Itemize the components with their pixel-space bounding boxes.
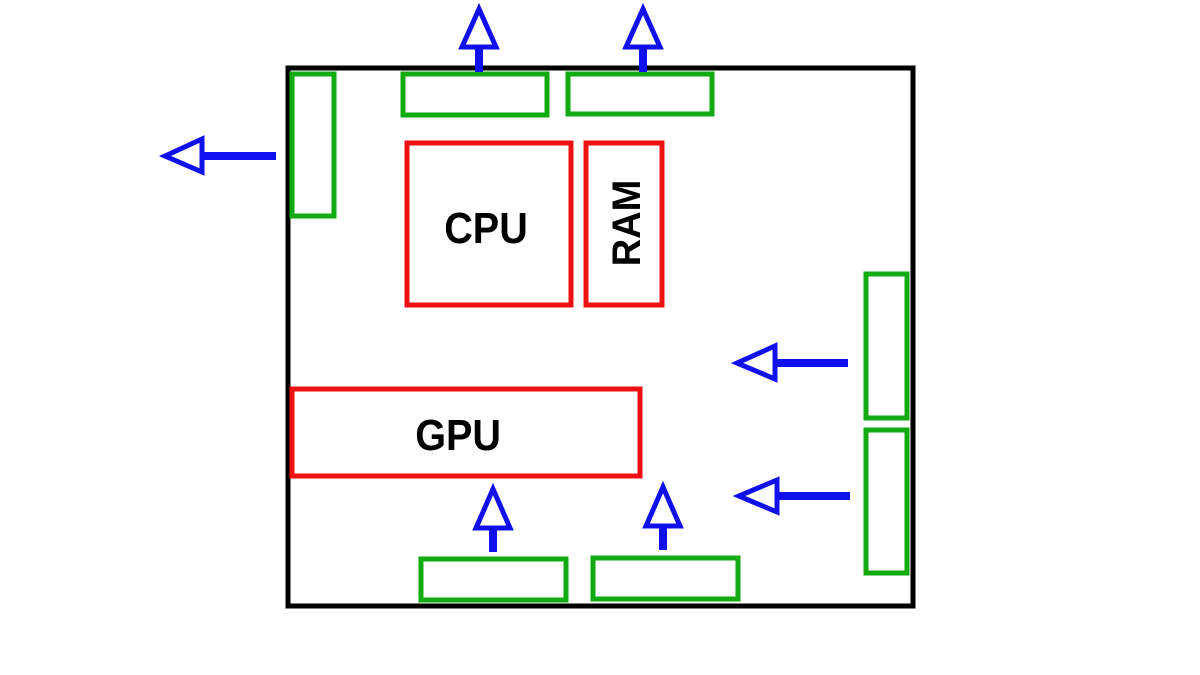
cpu-outline bbox=[404, 140, 574, 308]
airflow-arrow-left-icon bbox=[732, 476, 850, 516]
cpu-label: CPU bbox=[444, 203, 528, 252]
ram-block: RAM bbox=[583, 140, 665, 308]
fan-bottom-right bbox=[590, 555, 741, 602]
gpu-label: GPU bbox=[415, 410, 501, 459]
gpu-outline bbox=[289, 386, 643, 479]
airflow-arrow-left-icon bbox=[158, 135, 276, 176]
gpu-block: GPU bbox=[289, 386, 643, 479]
ram-label: RAM bbox=[605, 180, 649, 267]
fan-bottom-left bbox=[418, 556, 569, 603]
fan-top-left bbox=[400, 71, 550, 118]
airflow-arrow-up-icon bbox=[642, 480, 684, 550]
airflow-arrow-up-icon bbox=[622, 2, 664, 72]
fan-rear bbox=[289, 71, 337, 219]
fan-front-lower bbox=[863, 427, 910, 576]
airflow-arrow-left-icon bbox=[730, 342, 848, 383]
fan-top-right bbox=[565, 71, 715, 117]
case-outline bbox=[285, 65, 916, 609]
airflow-arrow-up-icon bbox=[472, 482, 514, 552]
ram-outline bbox=[583, 140, 665, 308]
fan-front-upper bbox=[863, 271, 910, 421]
airflow-arrow-up-icon bbox=[458, 2, 500, 72]
cpu-block: CPU bbox=[404, 140, 574, 308]
